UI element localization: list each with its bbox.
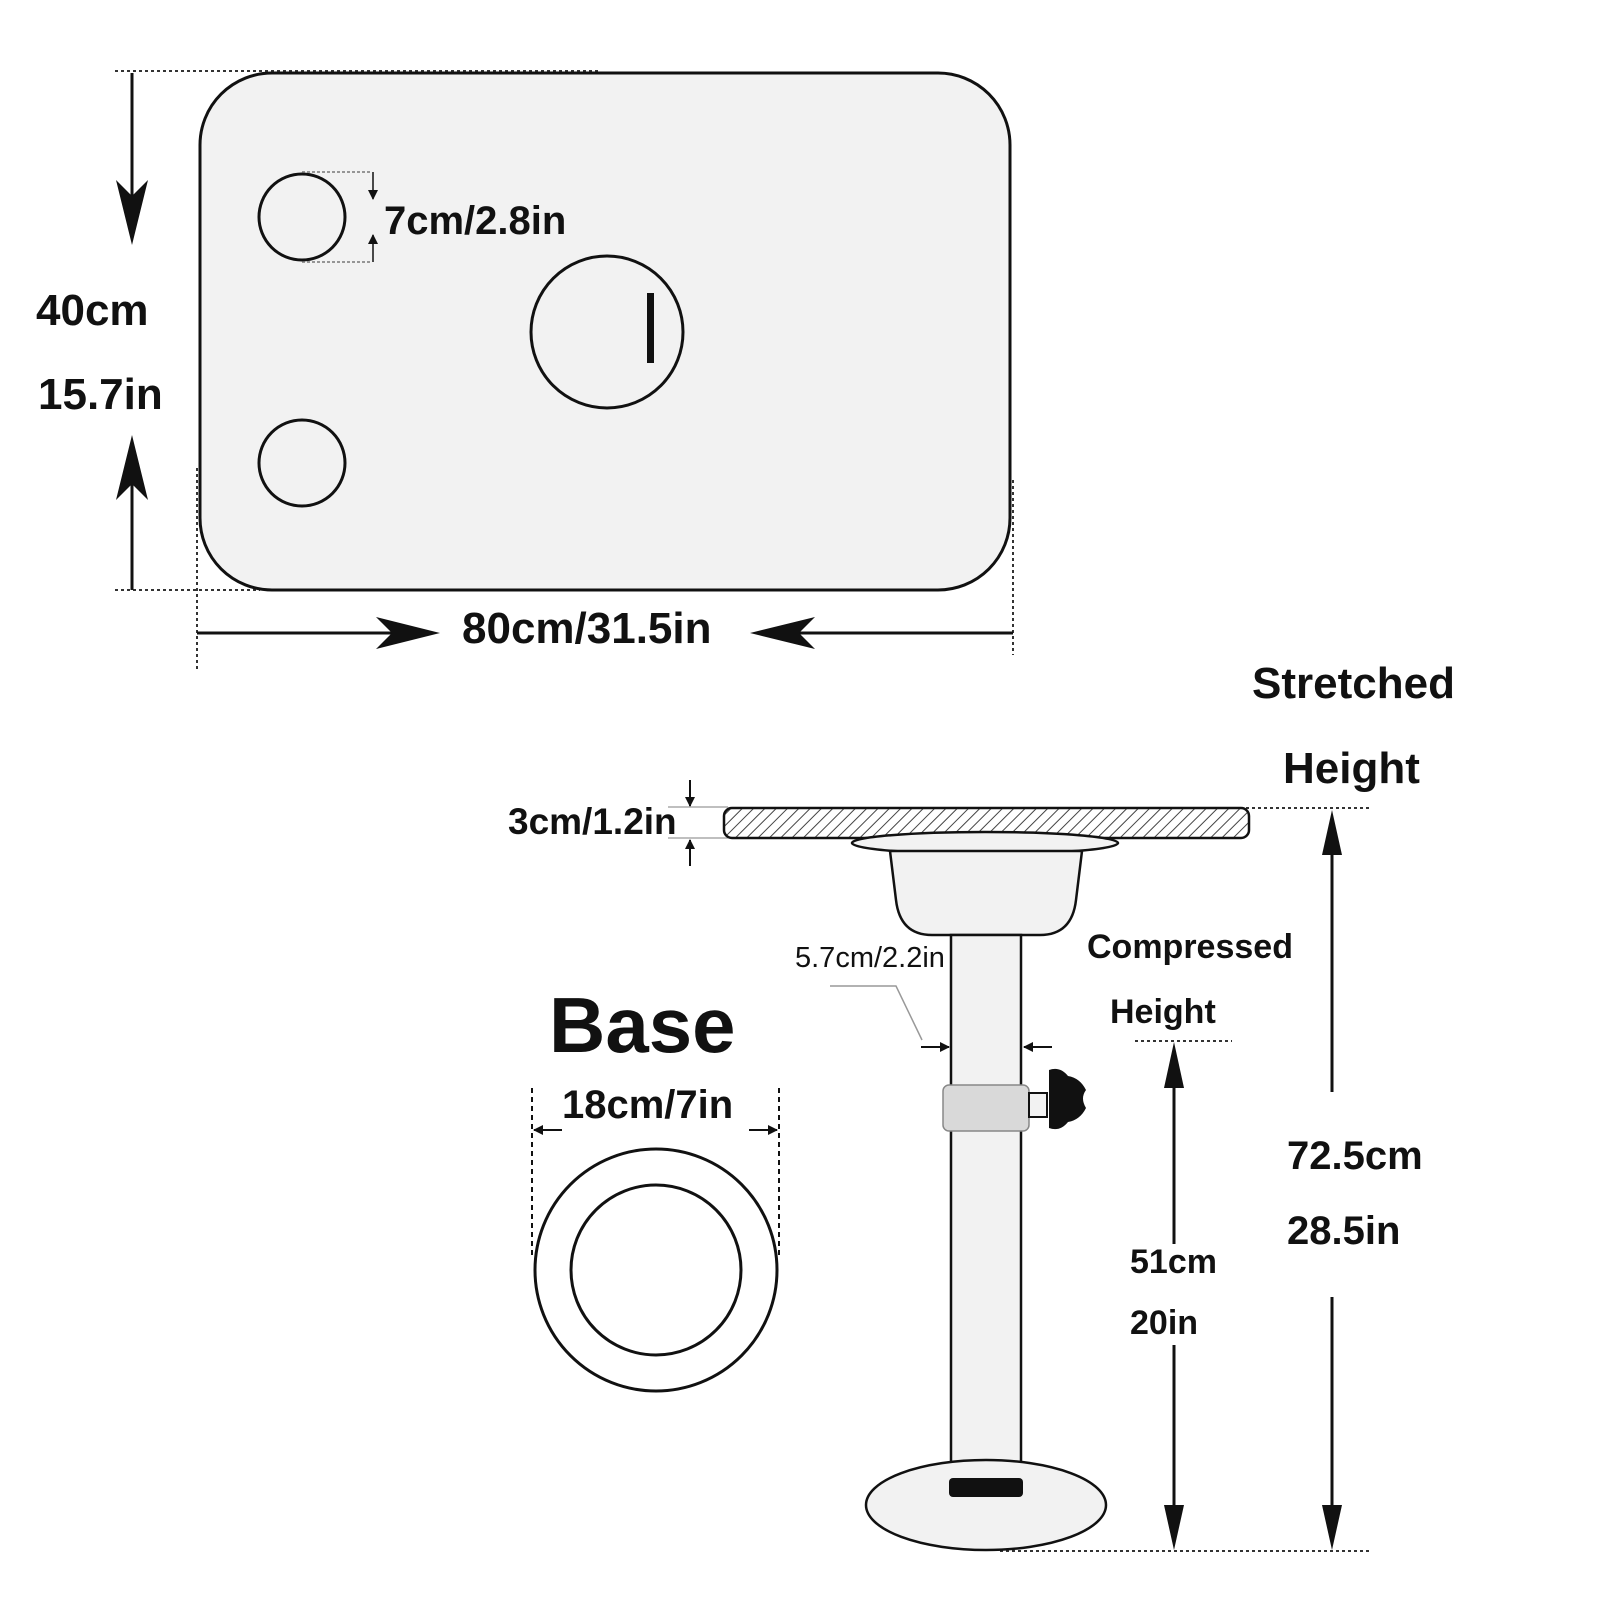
pole [949,933,1023,1482]
pole-diameter-label: 5.7cm/2.2in [795,942,945,974]
side-view: 3cm/1.2in 5.7cm/2.2in Stretched Height 7… [508,659,1455,1552]
socket-slot [647,293,654,363]
top-width-label: 80cm/31.5in [462,604,712,653]
top-height-in-label: 15.7in [38,370,163,419]
hole-diameter-label: 7cm/2.8in [384,199,566,243]
base-plate [864,1458,1108,1552]
width-arrow-left-head [376,617,440,649]
base-inner-ring [569,1183,743,1357]
height-arrow-up-head [116,435,148,500]
pedestal-socket [529,254,685,410]
stretched-arrow-down-head [1322,1505,1342,1550]
stretched-height-cm-label: 72.5cm [1287,1134,1423,1178]
base-diameter-label: 18cm/7in [562,1083,733,1127]
compressed-height-cm-label: 51cm [1130,1243,1217,1281]
stretched-arrow-up-head [1322,810,1342,855]
height-arrow-down-head [116,180,148,245]
top-view: 7cm/2.8in 40cm 15.7in 80cm/31.5in [36,70,1014,670]
base-title: Base [549,981,735,1069]
height-adjust-collar [942,1084,1030,1132]
mount-cup [888,849,1084,937]
compressed-arrow-up-head [1164,1042,1184,1088]
cup-hole-upper [257,172,347,262]
compressed-height-label-line2: Height [1110,993,1216,1031]
stretched-height-label-line1: Stretched [1252,659,1455,708]
compressed-height-in-label: 20in [1130,1304,1198,1342]
width-arrow-right-head [750,617,815,649]
stretched-height-label-line2: Height [1283,744,1420,793]
cup-hole-lower [257,418,347,508]
pole-foot [949,1478,1023,1497]
pole-diameter-leader [830,985,923,1041]
thickness-label: 3cm/1.2in [508,801,677,842]
stretched-height-in-label: 28.5in [1287,1209,1400,1253]
knob-stem [1028,1092,1048,1118]
top-height-cm-label: 40cm [36,286,149,335]
compressed-height-label-line1: Compressed [1087,928,1293,966]
base-view: Base 18cm/7in [531,981,780,1393]
compressed-arrow-down-head [1164,1505,1184,1550]
lock-knob-icon [1049,1068,1086,1130]
